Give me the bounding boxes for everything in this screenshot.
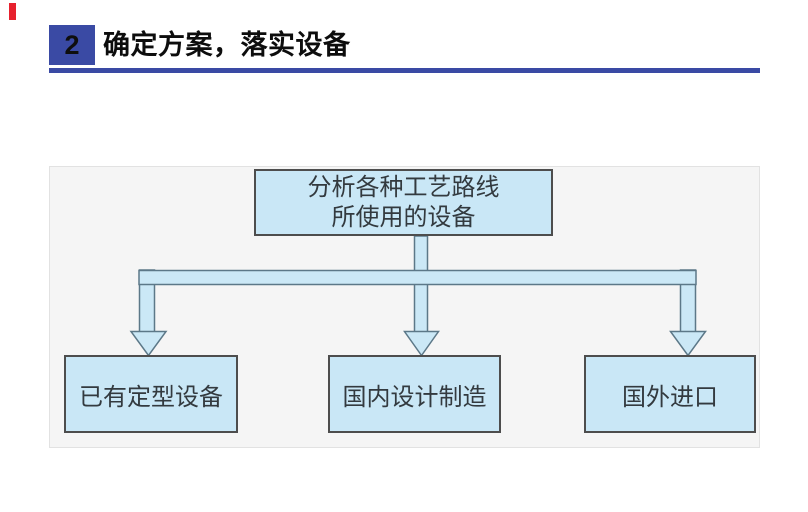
leaf-node-label: 国内设计制造	[342, 384, 487, 411]
middle-arrowhead-icon	[403, 330, 440, 357]
right-arrowhead-icon	[669, 330, 707, 357]
section-number-badge: 2	[49, 25, 95, 65]
leaf-node-domestic-manufacture: 国内设计制造	[328, 355, 501, 433]
root-node-line-2: 所使用的设备	[331, 204, 476, 231]
red-accent-bar	[9, 3, 16, 20]
root-node-line-1: 分析各种工艺路线	[307, 174, 500, 201]
leaf-node-label: 已有定型设备	[79, 384, 223, 411]
connector-arrows	[129, 235, 707, 357]
leaf-node-label: 国外进口	[622, 384, 718, 411]
leaf-node-foreign-import: 国外进口	[584, 355, 756, 433]
distribution-bar	[138, 269, 697, 286]
leaf-node-existing-equipment: 已有定型设备	[64, 355, 238, 433]
left-arrowhead-icon	[129, 330, 168, 357]
diagram-panel: 分析各种工艺路线 所使用的设备 已有定型设备 国内设计制造 国外进口	[49, 166, 760, 448]
section-title: 确定方案，落实设备	[103, 30, 351, 60]
root-node-box: 分析各种工艺路线 所使用的设备	[254, 169, 553, 236]
header-divider-line	[49, 68, 760, 73]
